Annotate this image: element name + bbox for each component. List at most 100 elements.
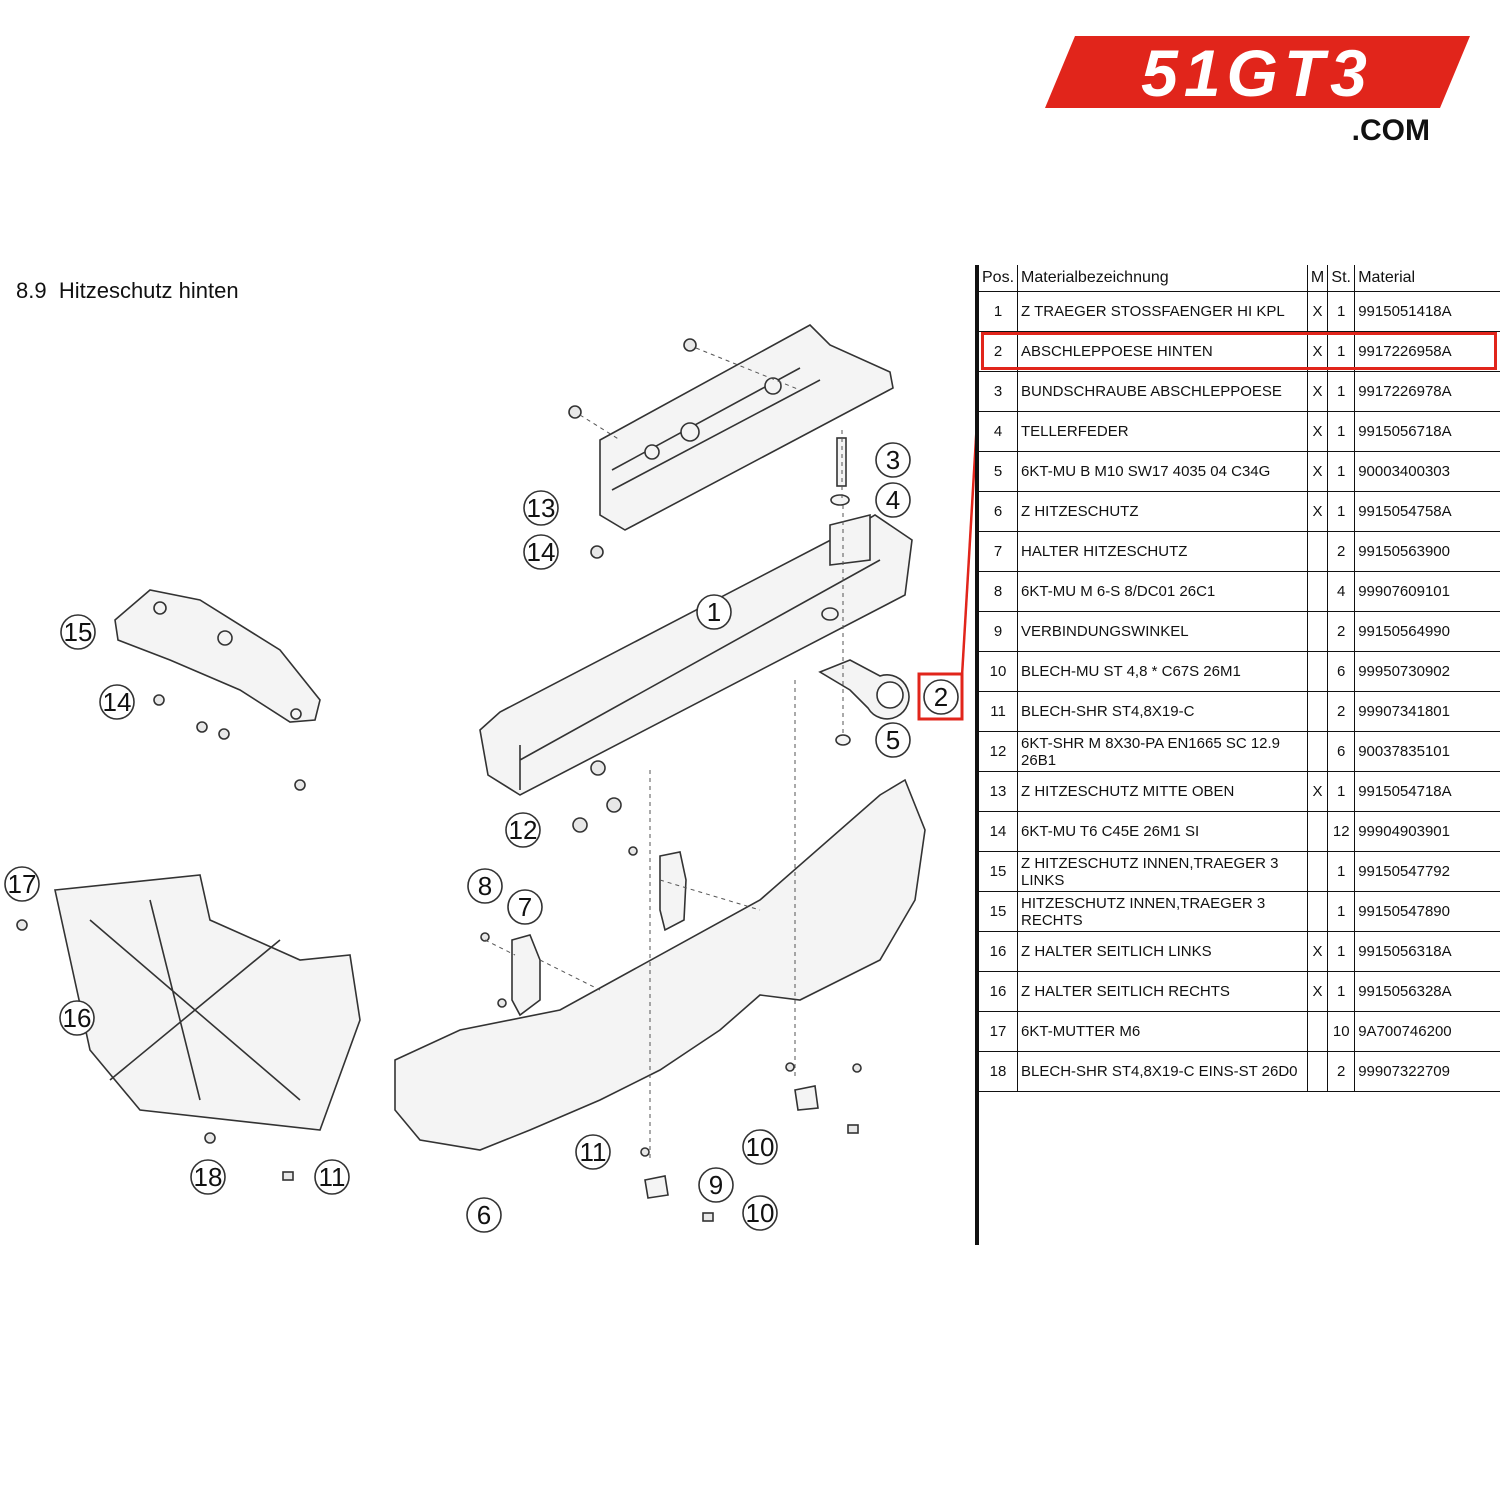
part-heat-shield-top xyxy=(599,324,894,531)
cell-st: 1 xyxy=(1327,411,1355,452)
cell-mat: 99950730902 xyxy=(1354,651,1500,692)
cell-desc: 6KT-MU M 6-S 8/DC01 26C1 xyxy=(1017,571,1308,612)
cell-st: 10 xyxy=(1327,1011,1355,1052)
cell-mat: 99150547792 xyxy=(1354,851,1500,892)
cell-mat: 9917226978A xyxy=(1354,371,1500,412)
cell-m xyxy=(1306,611,1328,652)
callout-3: 3 xyxy=(886,445,900,475)
cell-pos: 13 xyxy=(979,771,1018,812)
cell-mat: 99150564990 xyxy=(1354,611,1500,652)
cell-mat: 99150547890 xyxy=(1354,891,1500,932)
cell-mat: 90037835101 xyxy=(1354,731,1500,772)
cell-desc: HALTER HITZESCHUTZ xyxy=(1017,531,1308,572)
cell-pos: 9 xyxy=(979,611,1018,652)
cell-mat: 9915056328A xyxy=(1354,971,1500,1012)
cell-desc: Z HITZESCHUTZ MITTE OBEN xyxy=(1017,771,1308,812)
cell-mat: 9915054758A xyxy=(1354,491,1500,532)
callout-13: 13 xyxy=(527,493,556,523)
callout-10b: 10 xyxy=(746,1198,775,1228)
logo-suffix: .COM xyxy=(1352,114,1430,147)
cell-desc: BUNDSCHRAUBE ABSCHLEPPOESE xyxy=(1017,371,1308,412)
cell-st: 1 xyxy=(1327,771,1355,812)
callout-9: 9 xyxy=(709,1170,723,1200)
cell-desc: BLECH-SHR ST4,8X19-C EINS-ST 26D0 xyxy=(1017,1051,1308,1092)
part-heat-shield-main xyxy=(394,778,926,1151)
cell-st: 1 xyxy=(1327,931,1355,972)
callout-14a: 14 xyxy=(527,537,556,567)
header-desc: Materialbezeichnung xyxy=(1017,265,1308,292)
cell-st: 1 xyxy=(1327,491,1355,532)
part-inner-shield xyxy=(114,589,321,723)
callout-17: 17 xyxy=(8,869,37,899)
cell-st: 1 xyxy=(1327,891,1355,932)
cell-st: 2 xyxy=(1327,691,1355,732)
callout-7: 7 xyxy=(518,892,532,922)
header-pos: Pos. xyxy=(982,269,1015,286)
cell-pos: 5 xyxy=(979,451,1018,492)
cell-mat: 9915054718A xyxy=(1354,771,1500,812)
cell-pos: 11 xyxy=(979,691,1018,732)
cell-st: 1 xyxy=(1327,451,1355,492)
header-m: M xyxy=(1306,265,1328,292)
cell-m xyxy=(1306,531,1328,572)
callout-4: 4 xyxy=(886,485,900,515)
cell-pos: 12 xyxy=(979,731,1018,772)
header-st: St. xyxy=(1327,265,1355,292)
cell-st: 1 xyxy=(1327,971,1355,1012)
cell-m xyxy=(1306,691,1328,732)
cell-pos: 7 xyxy=(979,531,1018,572)
cell-pos: 14 xyxy=(979,811,1018,852)
part-holder-a xyxy=(511,934,541,1017)
cell-m xyxy=(1306,851,1328,892)
cell-mat: 9915056718A xyxy=(1354,411,1500,452)
cell-mat: 99907322709 xyxy=(1354,1051,1500,1092)
cell-m: X xyxy=(1306,411,1328,452)
cell-pos: 17 xyxy=(979,1011,1018,1052)
callout-15: 15 xyxy=(64,617,93,647)
cell-st: 4 xyxy=(1327,571,1355,612)
callout-5: 5 xyxy=(886,725,900,755)
cell-m: X xyxy=(1306,971,1328,1012)
cell-desc: 6KT-MU B M10 SW17 4035 04 C34G xyxy=(1017,451,1308,492)
cell-m: X xyxy=(1306,371,1328,412)
cell-m: X xyxy=(1306,771,1328,812)
callout-10a: 10 xyxy=(746,1132,775,1162)
callout-18: 18 xyxy=(194,1162,223,1192)
cell-desc: Z HITZESCHUTZ INNEN,TRAEGER 3 LINKS xyxy=(1017,851,1308,892)
cell-st: 12 xyxy=(1327,811,1355,852)
cell-pos: 6 xyxy=(979,491,1018,532)
header-mat: Material xyxy=(1354,265,1500,292)
part-bracket-9b xyxy=(794,1085,819,1111)
cell-desc: BLECH-SHR ST4,8X19-C xyxy=(1017,691,1308,732)
cell-pos: 4 xyxy=(979,411,1018,452)
cell-m xyxy=(1306,1011,1328,1052)
cell-pos: 15 xyxy=(979,851,1018,892)
cell-desc: VERBINDUNGSWINKEL xyxy=(1017,611,1308,652)
cell-pos: 2 xyxy=(979,331,1018,372)
parts-table: Pos. Materialbezeichnung M St. Material … xyxy=(975,265,1500,1092)
cell-mat: 9A700746200 xyxy=(1354,1011,1500,1052)
callout-1: 1 xyxy=(707,597,721,627)
cell-st: 2 xyxy=(1327,1051,1355,1092)
cell-st: 1 xyxy=(1327,371,1355,412)
cell-st: 1 xyxy=(1327,851,1355,892)
cell-m: X xyxy=(1306,291,1328,332)
section-number: 8.9 xyxy=(16,278,47,303)
cell-mat: 99907609101 xyxy=(1354,571,1500,612)
cell-st: 6 xyxy=(1327,651,1355,692)
